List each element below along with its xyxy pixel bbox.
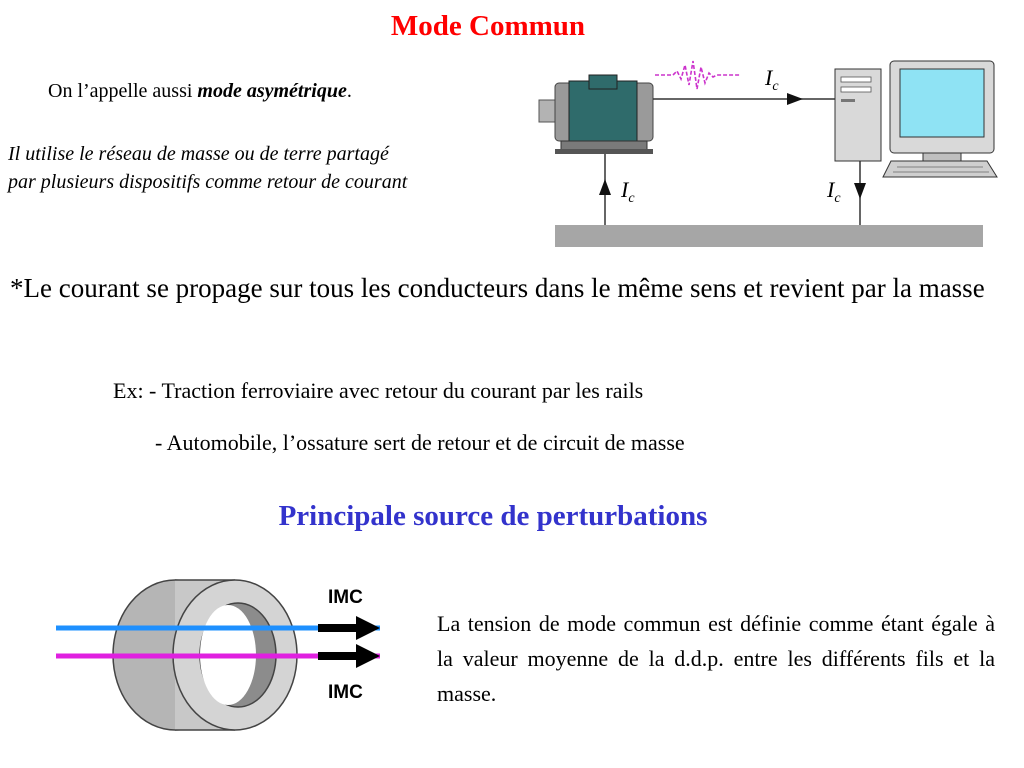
current-sub-top: c: [772, 79, 779, 94]
svg-text:Ic: Ic: [620, 177, 635, 206]
arrow-right-icon: [318, 616, 380, 640]
arrow-right-icon: [318, 644, 380, 668]
motor-icon: [538, 74, 654, 154]
current-label-right: I: [826, 177, 836, 202]
description-line: Il utilise le réseau de masse ou de terr…: [8, 143, 389, 165]
example-automobile: - Automobile, l’ossature sert de retour …: [155, 430, 685, 455]
svg-text:Ic: Ic: [826, 177, 841, 206]
current-sub-left: c: [628, 191, 635, 206]
monitor-icon: [889, 60, 995, 162]
ferrite-core-diagram: IMC IMC: [56, 579, 380, 731]
example-railway: Ex: - Traction ferroviaire avec retour d…: [113, 378, 644, 403]
svg-text:Ic: Ic: [764, 65, 779, 94]
description-line: par plusieurs dispositifs comme retour d…: [8, 171, 408, 193]
imc-label-bottom: IMC: [328, 682, 363, 703]
current-sub-right: c: [834, 191, 841, 206]
current-label-left: I: [620, 177, 630, 202]
aka-emphasis: mode asymétrique: [197, 80, 347, 102]
alternate-name-text: On l’appelle aussi mode asymétrique.: [48, 80, 352, 103]
section-subtitle: Principale source de perturbations: [278, 500, 708, 532]
aka-suffix: .: [346, 80, 352, 102]
imc-label-top: IMC: [328, 587, 363, 608]
keyboard-icon: [882, 160, 998, 178]
ground-plane: [555, 225, 983, 247]
definition-text: La tension de mode commun est définie co…: [437, 611, 995, 706]
aka-prefix: On l’appelle aussi: [48, 80, 198, 102]
common-mode-circuit-diagram: Ic Ic Ic: [538, 60, 998, 247]
arrow-up-icon: [599, 179, 611, 195]
main-statement: *Le courant se propage sur tous les cond…: [10, 273, 985, 303]
computer-tower-icon: [834, 68, 882, 162]
current-label-top: I: [764, 65, 774, 90]
arrow-down-icon: [854, 183, 866, 199]
slide-title: Mode Commun: [390, 10, 586, 42]
description-text: Il utilise le réseau de masse ou de terr…: [8, 140, 528, 196]
arrow-right-icon: [787, 93, 803, 105]
noise-waveform: [655, 60, 740, 90]
